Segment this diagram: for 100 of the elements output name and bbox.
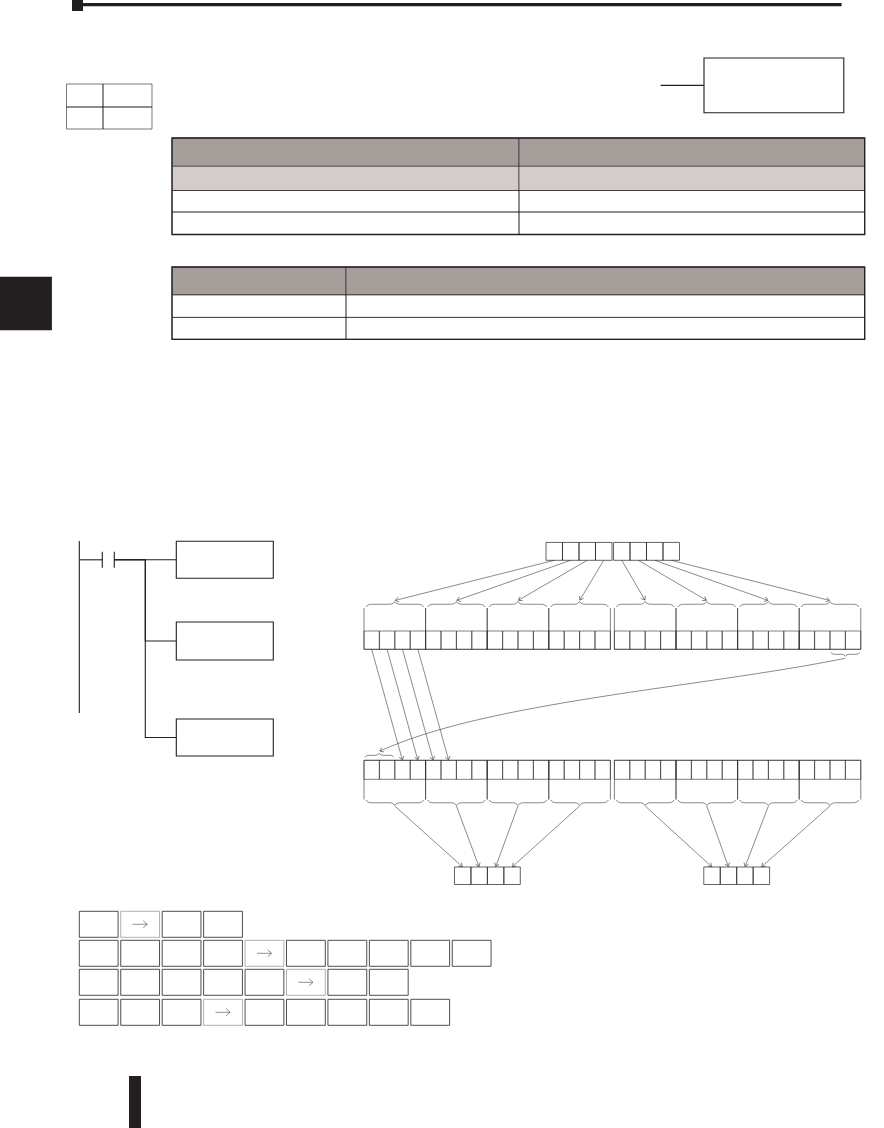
bit-cell (594, 760, 611, 780)
arrow (518, 560, 588, 601)
bit-cell (614, 630, 631, 650)
bit-cell (594, 630, 611, 650)
register-cell (662, 542, 680, 561)
bit-cell (486, 630, 503, 650)
bit-cell (471, 760, 488, 780)
bit-cell (440, 760, 457, 780)
bit-cell (721, 630, 738, 650)
bit-cell (517, 760, 534, 780)
bit-cell (486, 760, 503, 780)
connector-line (660, 84, 705, 86)
register-cell (454, 866, 472, 885)
bit-cell (660, 630, 677, 650)
rung-line (113, 559, 177, 739)
register-cell (503, 866, 521, 885)
bit-cell (517, 630, 534, 650)
arrow (456, 560, 572, 602)
bit-cell (644, 630, 661, 650)
register-cell (487, 866, 505, 885)
bit-cell (721, 760, 738, 780)
bit-cell (814, 760, 831, 780)
arrow (637, 560, 707, 601)
arrow (512, 805, 580, 867)
arrow (494, 805, 519, 867)
arrow (621, 560, 646, 601)
arrow (579, 560, 605, 601)
bit-cell (783, 760, 800, 780)
bit-cell (456, 630, 473, 650)
bit-cell (675, 630, 692, 650)
arrow (371, 649, 405, 761)
bit-cell (363, 760, 380, 780)
register-cell (736, 866, 754, 885)
bit-cell (629, 630, 646, 650)
bit-cell (363, 630, 380, 650)
arrow (706, 805, 730, 867)
bit-cell (644, 760, 661, 780)
bit-cell (706, 630, 723, 650)
bit-cell (706, 760, 723, 780)
contact-symbol (101, 551, 115, 569)
bit-cell (798, 760, 815, 780)
arrow (644, 805, 712, 867)
register-cell (562, 542, 580, 561)
arrow (395, 560, 555, 603)
bit-cell (533, 630, 550, 650)
bit-cell (814, 630, 831, 650)
bit-cell (456, 760, 473, 780)
arrow (417, 649, 451, 761)
instruction-box (175, 540, 274, 579)
bit-cell (845, 760, 862, 780)
bit-cell (425, 630, 442, 650)
register-cell (752, 866, 770, 885)
arrow (743, 805, 769, 867)
bit-cell (548, 630, 565, 650)
arrow (402, 649, 435, 761)
bit-cell (563, 630, 580, 650)
bit-cell (533, 760, 550, 780)
register-cell (613, 542, 631, 561)
instruction-box (175, 621, 274, 661)
bit-cell (440, 630, 457, 650)
arrow (456, 805, 481, 867)
bit-cell (783, 630, 800, 650)
bit-cell (409, 760, 426, 780)
arrow (761, 805, 831, 867)
arrow (386, 649, 420, 761)
bit-cell (379, 630, 396, 650)
bit-cell (691, 760, 708, 780)
bit-cell (409, 630, 426, 650)
bit-cell (768, 630, 785, 650)
bit-cell (394, 760, 411, 780)
arrow (394, 805, 463, 867)
bit-cell (394, 630, 411, 650)
bit-cell (798, 630, 815, 650)
bit-cell (579, 630, 596, 650)
bit-cell (629, 760, 646, 780)
register-cell (646, 542, 664, 561)
arrow (670, 560, 830, 603)
bit-cell (502, 630, 519, 650)
bit-cell (379, 760, 396, 780)
rung-line (78, 559, 103, 561)
bit-cell (768, 760, 785, 780)
register-cell (545, 542, 563, 561)
bit-cell (425, 760, 442, 780)
bit-cell (579, 760, 596, 780)
bit-cell (563, 760, 580, 780)
bit-cell (660, 760, 677, 780)
bit-cell (737, 630, 754, 650)
bit-cell (614, 760, 631, 780)
bit-cell (737, 760, 754, 780)
bit-cell (829, 760, 846, 780)
bit-cell (691, 630, 708, 650)
bit-cell (675, 760, 692, 780)
instruction-box (703, 57, 845, 114)
register-cell (578, 542, 596, 561)
instruction-box (175, 718, 274, 757)
bit-cell (829, 630, 846, 650)
bit-cell (502, 760, 519, 780)
arrow (654, 560, 769, 602)
bit-cell (752, 630, 769, 650)
register-cell (629, 542, 647, 561)
